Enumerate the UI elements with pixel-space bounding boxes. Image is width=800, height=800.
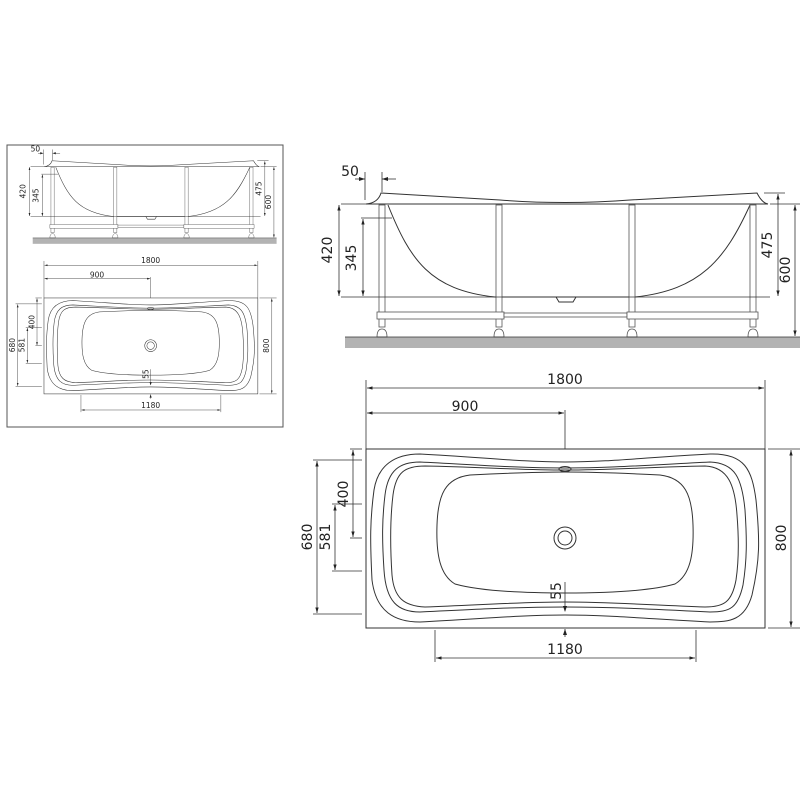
tub-bowl: [55, 167, 251, 217]
tub-outline: [365, 448, 766, 629]
label-800: 800: [262, 338, 271, 353]
leg-foot: [376, 328, 388, 338]
overflow-icon: [147, 307, 155, 311]
leg: [628, 204, 636, 328]
arrow: [563, 606, 567, 612]
leg-foot: [49, 233, 56, 239]
leg: [113, 166, 118, 233]
frame-bar: [503, 312, 628, 318]
frame-bar: [626, 311, 759, 320]
arrow: [149, 394, 152, 398]
frame-bar: [183, 224, 255, 229]
label-900: 900: [90, 271, 105, 280]
frame-bar: [376, 311, 505, 320]
tub-outline: [43, 297, 259, 395]
tub-shelf: [382, 461, 747, 613]
drain-icon: [144, 339, 157, 352]
label-50: 50: [341, 164, 359, 180]
label-680: 680: [8, 338, 17, 353]
label-600: 600: [778, 257, 794, 284]
leg: [249, 166, 254, 233]
tub-basin-edge: [390, 465, 739, 608]
leg-foot: [747, 328, 759, 338]
tub-rim: [43, 160, 260, 167]
label-55: 55: [141, 369, 150, 379]
leg-foot: [493, 328, 505, 338]
frame-bar: [49, 224, 119, 229]
leg: [184, 166, 189, 233]
drain-inner: [557, 530, 573, 546]
leg-foot: [626, 328, 638, 338]
drain-outlet: [555, 296, 577, 303]
label-1180: 1180: [141, 401, 160, 410]
label-50: 50: [31, 145, 41, 154]
leg: [378, 204, 386, 328]
arrow: [563, 629, 567, 635]
leg: [749, 204, 757, 328]
label-420: 420: [320, 237, 336, 264]
tub-shelf: [52, 304, 249, 386]
floor: [32, 237, 277, 244]
leg-foot: [183, 233, 190, 239]
tub-bowl: [387, 204, 751, 298]
arrow: [40, 152, 44, 155]
tub-rim-inner: [370, 453, 760, 623]
tub-basin-floor: [436, 471, 694, 594]
label-475: 475: [255, 181, 264, 196]
label-1180: 1180: [547, 642, 583, 658]
label-680: 680: [300, 524, 316, 551]
tub-basin-edge: [56, 306, 244, 383]
drain-outlet: [145, 216, 157, 220]
label-345: 345: [344, 245, 360, 272]
tub-rim: [365, 192, 769, 205]
label-55: 55: [549, 582, 565, 600]
arrow: [52, 152, 56, 155]
leg-foot: [248, 233, 255, 239]
drain-inner: [146, 341, 155, 350]
label-400: 400: [27, 315, 36, 330]
leg: [495, 204, 503, 328]
tub-basin-floor: [81, 310, 220, 376]
label-1800: 1800: [547, 372, 583, 388]
label-581: 581: [18, 338, 27, 353]
frame-bar: [117, 224, 185, 228]
arrow: [149, 382, 152, 386]
label-420: 420: [19, 184, 28, 199]
arrow: [359, 177, 365, 181]
label-1800: 1800: [141, 256, 160, 265]
label-345: 345: [32, 188, 41, 203]
tub-rim-inner: [46, 300, 255, 391]
thumbnail-frame: [6, 144, 284, 428]
label-800: 800: [774, 525, 790, 552]
arrow: [382, 177, 388, 181]
drain-icon: [553, 526, 577, 550]
floor: [345, 337, 800, 348]
label-581: 581: [318, 524, 334, 551]
label-600: 600: [264, 195, 273, 210]
label-475: 475: [760, 232, 776, 259]
overflow-icon: [558, 466, 572, 472]
label-900: 900: [452, 399, 479, 415]
leg-foot: [112, 233, 119, 239]
leg: [50, 166, 55, 233]
label-400: 400: [336, 481, 352, 508]
